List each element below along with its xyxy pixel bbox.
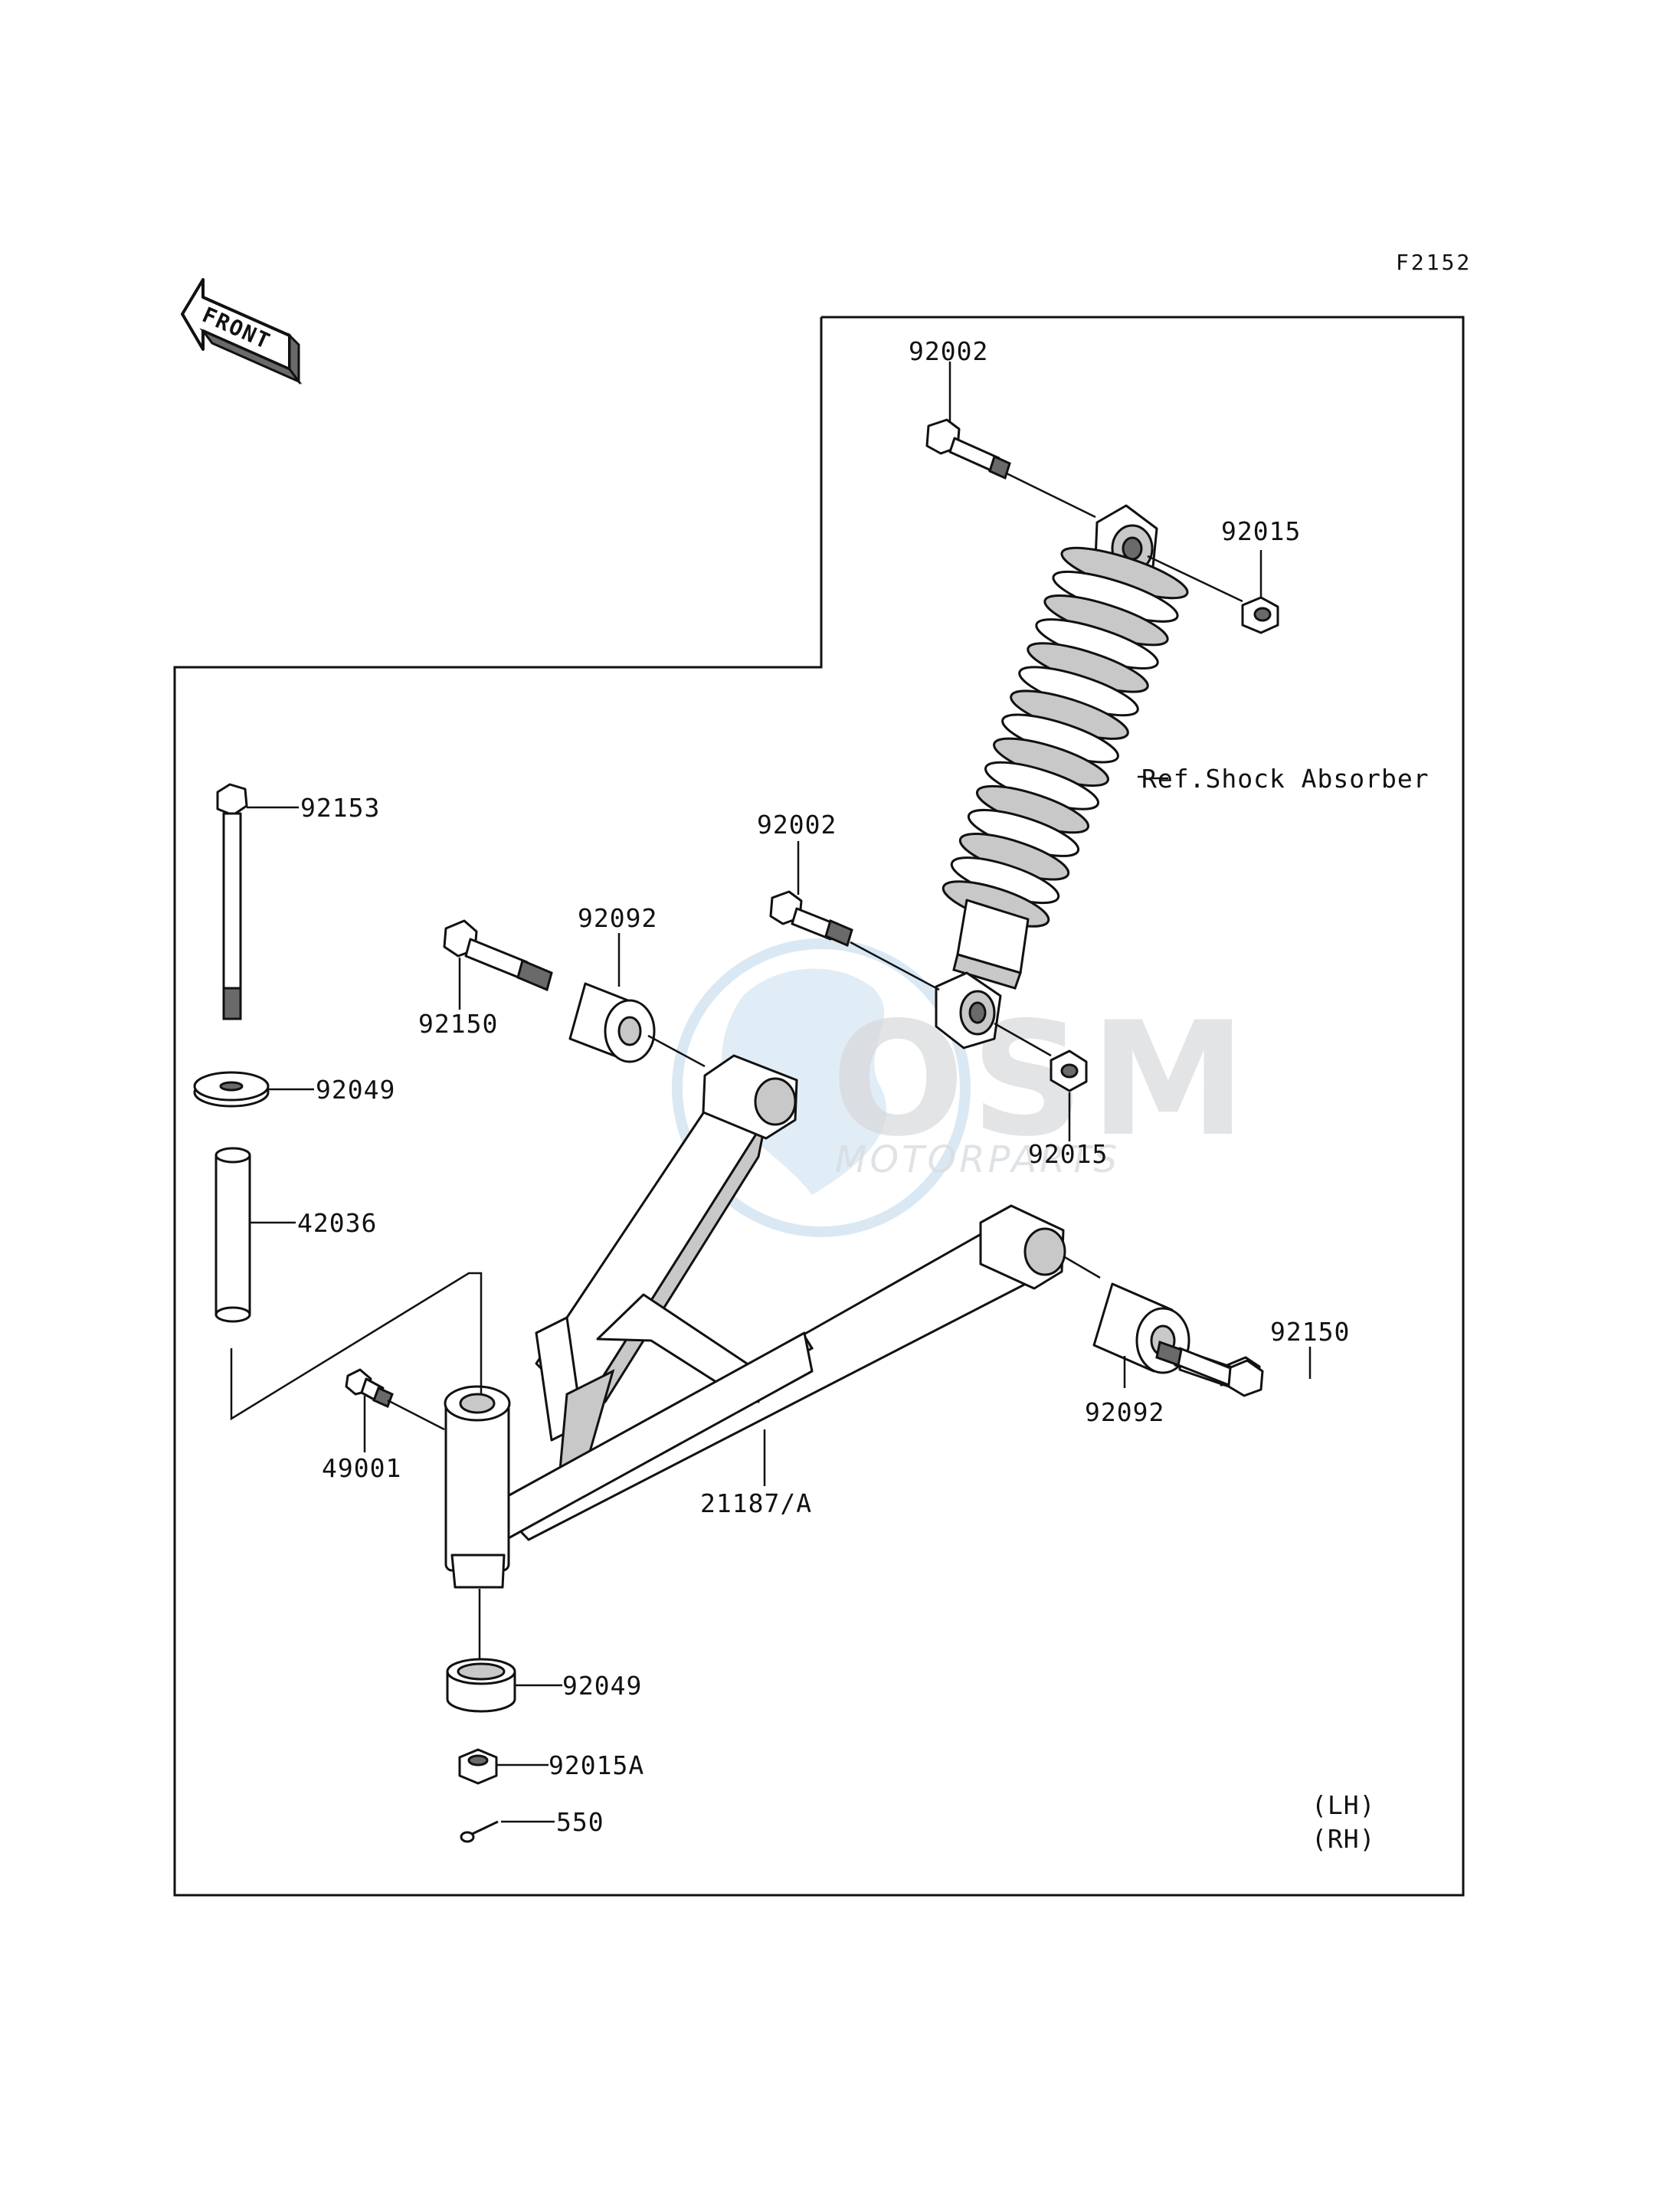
label-92150-right: 92150 [1270,1317,1350,1347]
bolt-mid [769,890,853,948]
label-92015-mid: 92015 [1028,1139,1108,1169]
diagram-frame [173,316,1465,1897]
label-92049-top: 92049 [316,1075,395,1105]
label-92002-mid: 92002 [757,810,837,840]
washer-top [193,1071,270,1108]
label-92002-top: 92002 [909,336,988,366]
watermark-subtitle: MOTORPARTS [835,1138,1120,1181]
collar [215,1147,251,1323]
label-21187A: 21187/A [700,1488,812,1518]
label-rh: (RH) [1312,1824,1375,1854]
front-arrow-icon: FRONT [181,278,303,385]
label-92049-bottom: 92049 [562,1671,642,1701]
label-49001: 49001 [322,1453,401,1483]
label-shock-ref: Ref.Shock Absorber [1141,764,1429,794]
watermark-brand: OSM [831,989,1253,1171]
label-92092-right: 92092 [1085,1397,1164,1427]
suspension-arm [444,1054,1066,1589]
bolt-right [1155,1341,1264,1397]
label-550: 550 [556,1807,604,1837]
castle-nut [458,1748,498,1785]
label-92153: 92153 [300,793,380,823]
bushing-left [568,982,656,1063]
label-92015A: 92015A [549,1750,644,1780]
pivot-bolt [216,783,248,1020]
grease-fitting [345,1368,394,1409]
shock-absorber [935,504,1189,1049]
nut-mid [1050,1049,1088,1092]
label-92092-left: 92092 [578,903,657,933]
seal-bottom [446,1658,516,1713]
bolt-left [443,919,553,992]
figure-code: F2152 [1396,250,1472,275]
nut-top [1241,596,1279,634]
bolt-top [925,418,1011,480]
label-92150-left: 92150 [418,1009,498,1039]
label-92015-top: 92015 [1221,516,1301,546]
label-lh: (LH) [1312,1790,1375,1820]
label-42036: 42036 [297,1208,377,1238]
cotter-pin [460,1820,499,1843]
globe-icon [672,938,971,1237]
